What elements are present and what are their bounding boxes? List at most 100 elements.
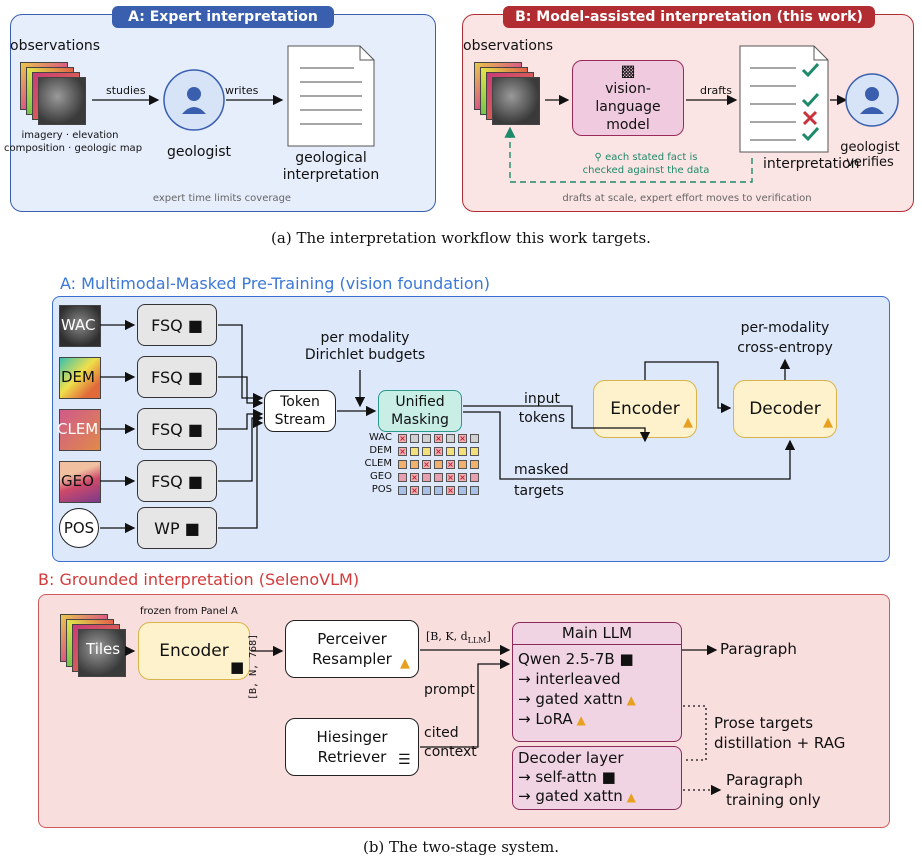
model-assisted-panel-header: B: Model-assisted interpretation (this w… (503, 6, 875, 28)
interpretation-document (288, 46, 374, 146)
masking-grid-cell: × (446, 460, 455, 469)
masking-grid-cell (470, 473, 479, 482)
training-only-label-1: Paragraph (726, 771, 803, 789)
retriever-label-1: Hiesinger (316, 728, 388, 746)
training-only-label-2: training only (726, 791, 821, 809)
masking-grid-cell (398, 460, 407, 469)
fsq-tokenizer-geo: FSQ ■ (137, 460, 217, 502)
fsq-label-wac: FSQ (151, 315, 183, 335)
paragraph-output: Paragraph (720, 640, 797, 658)
masking-grid: WAC×××DEM××CLEM××GEO×××POS×× (340, 432, 480, 502)
interpretation-label: interpretation (763, 156, 860, 172)
flame-icon: ▲ (823, 415, 833, 430)
llm-item-gated-xattn: → gated xattn ▲ (518, 690, 636, 708)
studies-label: studies (106, 84, 146, 97)
wp-tokenizer-pos: WP ■ (137, 507, 217, 549)
masking-grid-cell (422, 447, 431, 456)
masking-grid-row-label: WAC (369, 432, 392, 443)
fsq-label-clem: FSQ (151, 419, 183, 439)
stage-a-encoder: Encoder (593, 380, 697, 438)
masking-grid-cell (446, 434, 455, 443)
lock-icon: ■ (230, 658, 245, 676)
masking-grid-cell (422, 434, 431, 443)
masking-grid-cell (410, 447, 419, 456)
figure-caption-b: (b) The two-stage system. (362, 838, 560, 856)
masking-grid-cell: × (410, 486, 419, 495)
perceiver-shape-label: [B, K, dLLM] (426, 630, 491, 645)
prose-targets-label-1: Prose targets (714, 714, 814, 732)
vlm-label-1: vision-language (595, 81, 661, 115)
retriever-label-2: Retriever (317, 748, 387, 766)
document-label-1: geological (295, 150, 367, 166)
flame-icon: ▲ (400, 656, 410, 671)
masking-grid-cell (470, 434, 479, 443)
dem-label: DEM (61, 368, 95, 386)
wac-label: WAC (61, 316, 96, 334)
database-icon: ☰ (398, 752, 411, 768)
token-stream-box: Token Stream (264, 390, 336, 432)
flame-icon: ▲ (572, 713, 586, 727)
masking-grid-cell: × (410, 473, 419, 482)
masking-grid-row-label: DEM (369, 445, 392, 456)
loss-label-2: cross-entropy (737, 340, 833, 356)
masking-grid-cell: × (434, 447, 443, 456)
observation-caption-1: imagery · elevation (21, 130, 119, 141)
fsq-tokenizer-clem: FSQ ■ (137, 408, 217, 450)
writes-label: writes (225, 84, 259, 97)
fsq-label-dem: FSQ (151, 367, 183, 387)
shape-bk-end: ] (486, 630, 491, 643)
masking-grid-cell (398, 473, 407, 482)
decoder-layer-title: Decoder layer (518, 749, 624, 767)
masking-grid-cell (422, 486, 431, 495)
document-label-2: interpretation (282, 167, 380, 183)
geologist-label: geologist (166, 144, 232, 160)
observations-label-b: observations (463, 38, 554, 54)
masking-grid-cell: × (398, 447, 407, 456)
fsq-tokenizer-dem: FSQ ■ (137, 356, 217, 398)
dem-input (59, 357, 101, 399)
masking-grid-cell: × (398, 434, 407, 443)
prose-targets-label-2: distillation + RAG (714, 734, 846, 752)
pos-input-label: POS (63, 519, 95, 537)
dirichlet-budget-label-1: per modality (320, 330, 410, 346)
cited-context-label-2: context (424, 744, 477, 760)
check-note-2: checked against the data (582, 165, 710, 176)
masking-grid-cell (410, 460, 419, 469)
vlm-label-2: model (606, 117, 650, 133)
lock-icon: ■ (179, 518, 200, 538)
perceiver-label-1: Perceiver (317, 630, 387, 648)
decoder-item-gated-xattn-text: → gated xattn (518, 787, 623, 805)
masked-targets-label-1: masked (514, 462, 569, 478)
observation-caption-2: composition · geologic map (4, 143, 143, 154)
clem-input (59, 409, 101, 451)
masking-grid-cell: × (458, 434, 467, 443)
stage-a-decoder-label: Decoder (749, 399, 821, 419)
clem-label: CLEM (57, 420, 99, 438)
masking-label-2: Masking (391, 412, 449, 428)
drafts-label: drafts (700, 84, 732, 97)
masking-grid-cell (470, 486, 479, 495)
masking-grid-row-label: CLEM (364, 458, 393, 469)
masking-grid-cell: × (446, 473, 455, 482)
perceiver-resampler-box: Perceiver Resampler (285, 620, 419, 678)
masking-grid-cell (458, 486, 467, 495)
flame-icon: ▲ (683, 415, 693, 430)
tiles-thumb-4 (78, 629, 126, 677)
shape-bk: [B, K, d (426, 630, 468, 643)
magnifier-icon: ⚲ (594, 152, 606, 163)
stage-b-title: B: Grounded interpretation (SelenoVLM) (38, 570, 360, 589)
llm-item-lora-text: → LoRA (518, 710, 573, 728)
unified-masking-box: Unified Masking (378, 390, 462, 432)
perceiver-label-2: Resampler (312, 650, 392, 668)
masking-grid-cell (470, 460, 479, 469)
pos-input: POS (59, 508, 99, 548)
stage-b-encoder-label: Encoder (159, 641, 229, 661)
observation-b-thumb-4 (492, 77, 540, 125)
masking-label-1: Unified (395, 394, 445, 410)
vision-language-model-box: ▩ vision-language model (572, 60, 684, 136)
decoder-layer-box (512, 746, 682, 810)
flame-icon: ▲ (622, 693, 636, 707)
llm-item-interleaved: → interleaved (518, 670, 621, 688)
token-stream-label-2: Stream (274, 412, 326, 428)
expert-panel-header: A: Expert interpretation (112, 6, 334, 28)
